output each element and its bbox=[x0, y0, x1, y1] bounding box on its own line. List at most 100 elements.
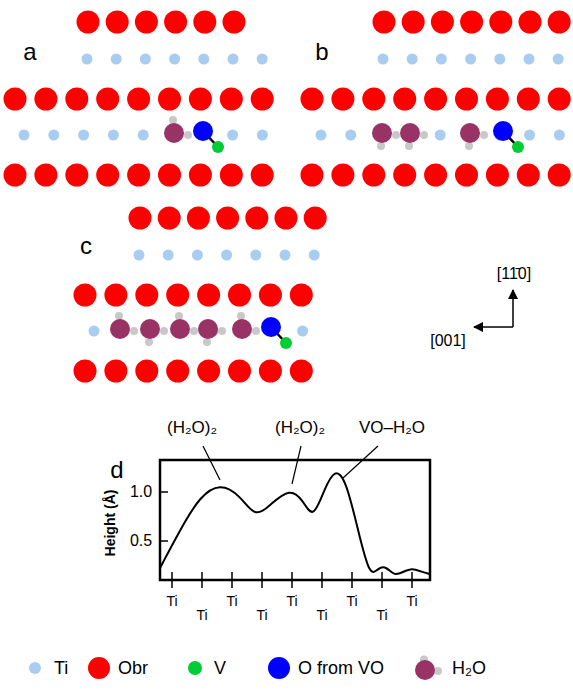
vo-oxygen bbox=[193, 121, 213, 141]
bridging-oxygen bbox=[220, 164, 243, 187]
water-oxygen bbox=[170, 319, 190, 339]
titanium-atom bbox=[221, 250, 232, 261]
bridging-oxygen bbox=[106, 11, 129, 34]
tick-label: Ti bbox=[286, 594, 297, 608]
bridging-oxygen bbox=[187, 207, 210, 230]
hydrogen-atom bbox=[115, 312, 123, 320]
bridging-oxygen bbox=[166, 360, 189, 383]
hydrogen-atom bbox=[169, 116, 177, 124]
titanium-atom bbox=[407, 54, 418, 65]
axis-value: 1.0 bbox=[130, 484, 152, 500]
vo-oxygen bbox=[261, 317, 281, 337]
bridging-oxygen bbox=[304, 207, 327, 230]
titanium-atom bbox=[554, 130, 565, 141]
titanium-atom bbox=[316, 130, 327, 141]
peak-label: (H₂O)₂ bbox=[275, 419, 325, 436]
titanium-atom bbox=[163, 250, 174, 261]
titanium-atom bbox=[140, 54, 151, 65]
bridging-oxygen bbox=[189, 164, 212, 187]
bridging-oxygen bbox=[197, 360, 220, 383]
bridging-oxygen bbox=[455, 164, 478, 187]
tick-label: Ti bbox=[166, 594, 177, 608]
bridging-oxygen bbox=[65, 88, 88, 111]
bridging-oxygen bbox=[251, 164, 274, 187]
bridging-oxygen bbox=[74, 284, 97, 307]
panel-letter: d bbox=[110, 458, 123, 482]
titanium-atom bbox=[192, 250, 203, 261]
bridging-oxygen bbox=[96, 164, 119, 187]
bridging-oxygen bbox=[135, 11, 158, 34]
bridging-oxygen bbox=[301, 88, 324, 111]
bridging-oxygen bbox=[228, 360, 251, 383]
peak-label: VO–H₂O bbox=[359, 419, 425, 436]
legend-text: H₂O bbox=[452, 658, 486, 679]
tick-label: Ti bbox=[226, 594, 237, 608]
bridging-oxygen bbox=[331, 164, 354, 187]
bridging-oxygen bbox=[193, 11, 216, 34]
bridging-oxygen bbox=[135, 360, 158, 383]
bridging-oxygen bbox=[259, 360, 282, 383]
legend-swatch bbox=[86, 655, 112, 681]
hydrogen-atom bbox=[130, 327, 138, 335]
bridging-oxygen bbox=[216, 207, 239, 230]
axis-tick bbox=[381, 572, 383, 588]
axis-tick bbox=[160, 540, 168, 542]
peak-label: (H₂O)₂ bbox=[167, 419, 217, 436]
axis-tick bbox=[160, 491, 168, 493]
titanium-atom bbox=[297, 326, 308, 337]
bridging-oxygen bbox=[489, 11, 512, 34]
axis-tick bbox=[231, 572, 233, 588]
hydrogen-atom bbox=[175, 312, 183, 320]
bridging-oxygen bbox=[431, 11, 454, 34]
direction-arrow bbox=[474, 326, 513, 328]
bridging-oxygen bbox=[275, 207, 298, 230]
direction-label: [001] bbox=[430, 333, 466, 349]
bridging-oxygen bbox=[127, 88, 150, 111]
axis-tick bbox=[201, 572, 203, 588]
water-oxygen bbox=[372, 123, 392, 143]
axis-tick bbox=[261, 572, 263, 588]
bridging-oxygen bbox=[486, 88, 509, 111]
height-profile bbox=[160, 446, 430, 588]
vanadium-atom bbox=[280, 337, 292, 349]
bridging-oxygen bbox=[158, 88, 181, 111]
hydrogen-atom bbox=[145, 338, 153, 346]
bridging-oxygen bbox=[548, 164, 571, 187]
bridging-oxygen bbox=[4, 88, 27, 111]
bridging-oxygen bbox=[362, 164, 385, 187]
axis-tick bbox=[171, 572, 173, 588]
legend-item: Obr bbox=[86, 655, 148, 681]
legend-swatch bbox=[412, 655, 446, 681]
surface-model bbox=[74, 207, 327, 383]
titanium-atom bbox=[48, 130, 59, 141]
legend-text: Ti bbox=[54, 658, 68, 679]
titanium-atom bbox=[280, 250, 291, 261]
titanium-atom bbox=[465, 54, 476, 65]
bridging-oxygen bbox=[197, 284, 220, 307]
titanium-atom bbox=[111, 54, 122, 65]
titanium-atom bbox=[553, 54, 564, 65]
axis-tick bbox=[351, 572, 353, 588]
hydrogen-atom bbox=[190, 327, 198, 335]
tick-label: Ti bbox=[346, 594, 357, 608]
bridging-oxygen bbox=[129, 207, 152, 230]
legend-text: Obr bbox=[118, 658, 148, 679]
water-oxygen bbox=[110, 319, 130, 339]
titanium-atom bbox=[436, 54, 447, 65]
hydrogen-atom bbox=[184, 131, 192, 139]
hydrogen-atom bbox=[392, 131, 400, 139]
axis-tick bbox=[291, 572, 293, 588]
bridging-oxygen bbox=[455, 88, 478, 111]
bridging-oxygen bbox=[548, 88, 571, 111]
hydrogen-atom bbox=[237, 312, 245, 320]
titanium-atom bbox=[524, 130, 535, 141]
panel-letter: b bbox=[315, 40, 328, 64]
panel-letter: a bbox=[23, 40, 36, 64]
titanium-atom bbox=[82, 54, 93, 65]
vanadium-atom bbox=[512, 141, 524, 153]
tick-label: Ti bbox=[406, 594, 417, 608]
bridging-oxygen bbox=[517, 88, 540, 111]
leader-line bbox=[343, 446, 378, 478]
legend-swatch bbox=[22, 655, 48, 681]
titanium-atom bbox=[169, 54, 180, 65]
